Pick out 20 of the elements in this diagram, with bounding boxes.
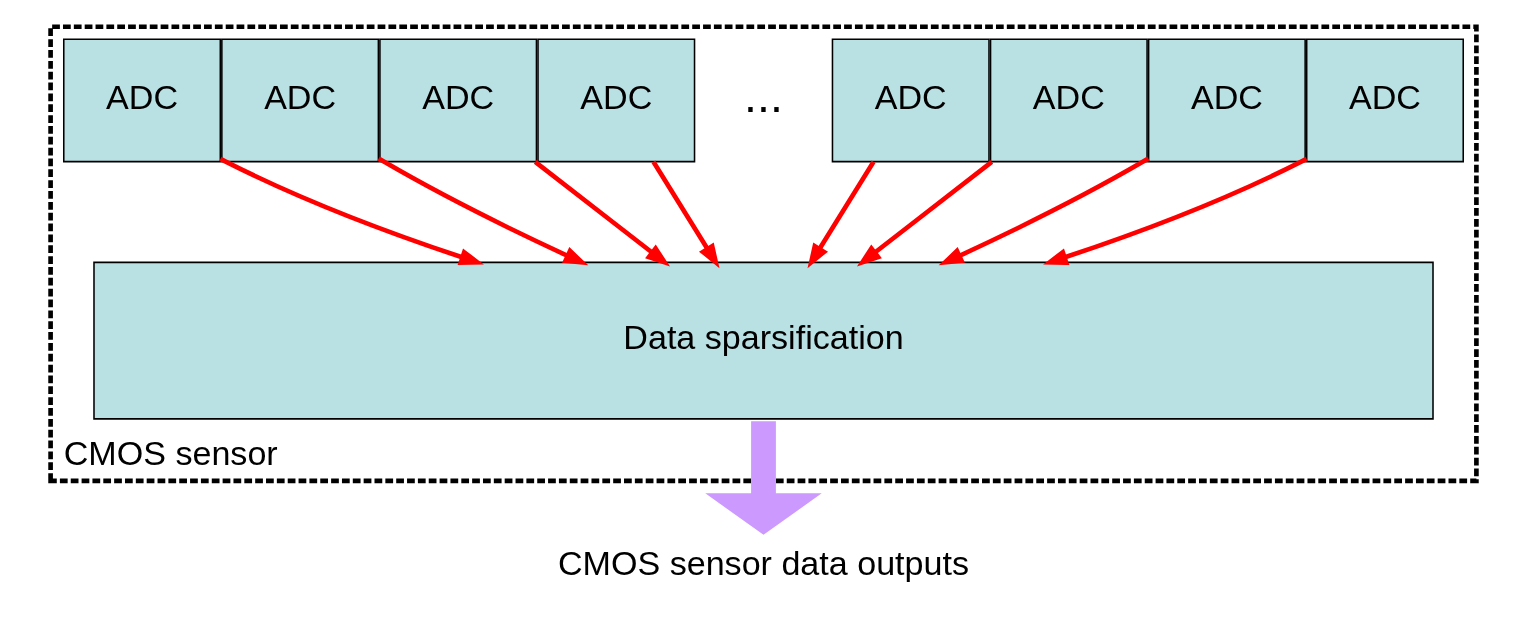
node-box: ADC xyxy=(1147,38,1306,163)
arrow xyxy=(1042,156,1308,265)
node-box: Data sparsification xyxy=(92,261,1434,420)
node-box: ADC xyxy=(536,38,695,163)
node-text: CMOS sensor data outputs xyxy=(557,543,969,582)
label: ... xyxy=(743,70,783,123)
node-box: ADC xyxy=(1305,38,1464,163)
node-box: ADC xyxy=(989,38,1148,163)
node-box: ADC xyxy=(62,38,221,163)
arrow xyxy=(533,159,670,267)
arrow xyxy=(377,156,588,266)
arrow xyxy=(218,156,484,265)
node-box: ADC xyxy=(220,38,379,163)
arrow xyxy=(704,421,822,535)
arrow xyxy=(650,160,719,269)
node-box: ADC xyxy=(378,38,537,163)
arrow xyxy=(807,160,876,269)
arrow xyxy=(856,159,993,267)
node-box: ADC xyxy=(831,38,990,163)
arrow xyxy=(938,156,1149,266)
